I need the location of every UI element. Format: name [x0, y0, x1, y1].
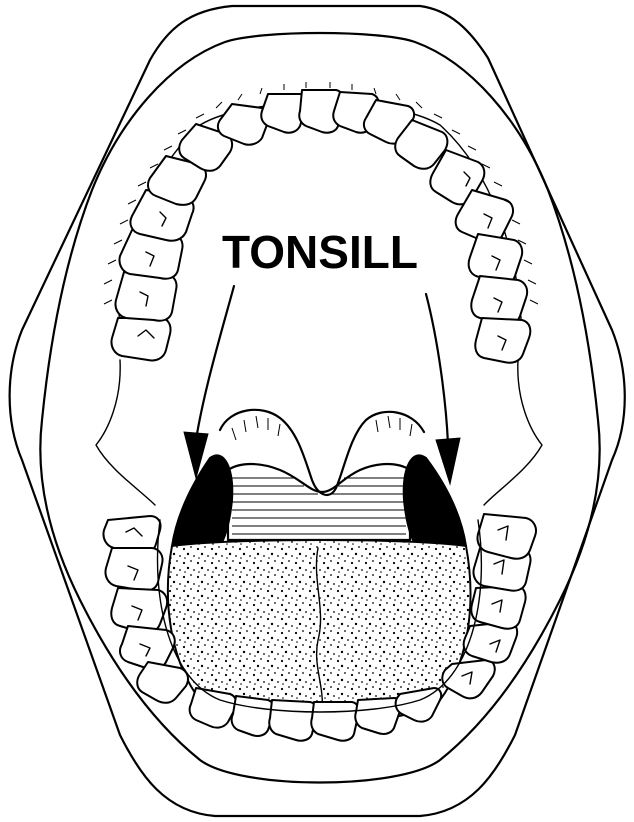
left-cheek-line: [96, 360, 155, 505]
left-arrow: [184, 286, 234, 478]
right-cheek-line: [484, 360, 542, 505]
right-arrow: [426, 294, 460, 484]
tonsil-label: TONSILL: [222, 226, 418, 278]
soft-palate: [220, 410, 424, 495]
palate-hatching: [232, 416, 412, 440]
left-tonsil: [172, 455, 232, 546]
pharynx: [228, 464, 410, 540]
right-tonsil: [404, 455, 466, 546]
